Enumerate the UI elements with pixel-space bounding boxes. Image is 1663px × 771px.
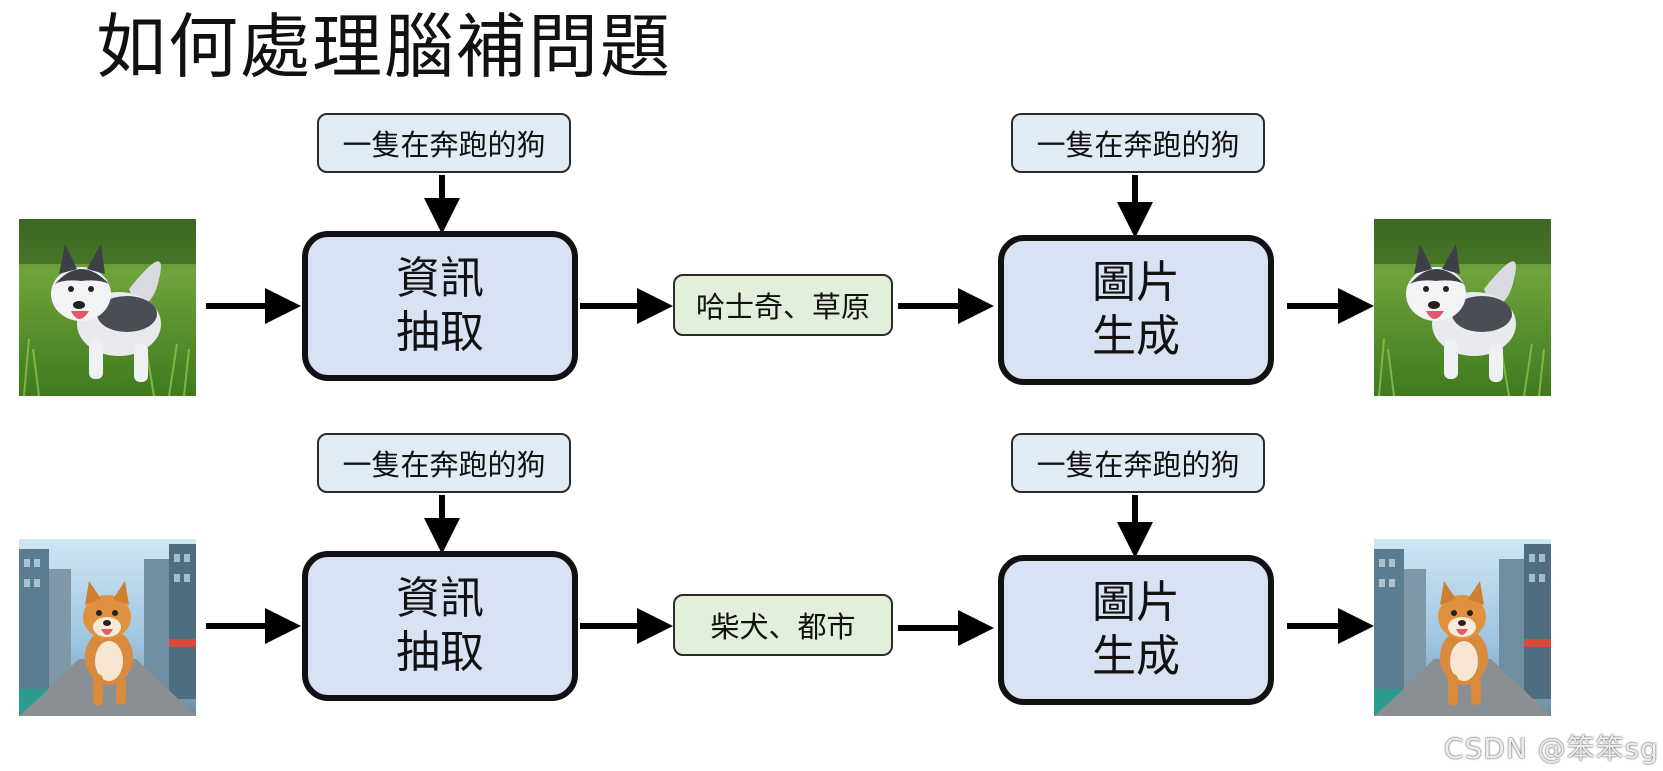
prompt-box-right: 一隻在奔跑的狗	[1011, 113, 1265, 173]
extract-box-line2: 抽取	[396, 627, 484, 678]
pipeline-row-2: 一隻在奔跑的狗 資訊 抽取 柴犬、都市 一隻在奔跑的狗 圖片 生成	[0, 320, 1663, 640]
extract-box-line1: 資訊	[396, 573, 484, 624]
prompt-box-right: 一隻在奔跑的狗	[1011, 433, 1265, 493]
shiba-input-image	[19, 539, 196, 716]
csdn-watermark: CSDN @笨笨sg	[1443, 732, 1659, 765]
shiba-output-image	[1374, 539, 1551, 716]
generate-box-line1: 圖片	[1092, 257, 1180, 308]
extract-box: 資訊 抽取	[302, 231, 578, 381]
prompt-box-left: 一隻在奔跑的狗	[317, 113, 571, 173]
generate-box: 圖片 生成	[998, 235, 1274, 385]
generate-box: 圖片 生成	[998, 555, 1274, 705]
page-title: 如何處理腦補問題	[96, 6, 672, 88]
extracted-info-box: 哈士奇、草原	[673, 274, 893, 336]
generate-box-line1: 圖片	[1092, 577, 1180, 628]
generate-box-line2: 生成	[1092, 311, 1180, 362]
row-2-arrows	[206, 495, 1374, 646]
extract-box: 資訊 抽取	[302, 551, 578, 701]
extract-box-line1: 資訊	[396, 253, 484, 304]
pipeline-row-1: 一隻在奔跑的狗 資訊 抽取 哈士奇、草原 一隻在奔跑的狗 圖片 生成	[0, 0, 1663, 320]
extract-box-line2: 抽取	[396, 307, 484, 358]
generate-box-line2: 生成	[1092, 631, 1180, 682]
prompt-box-left: 一隻在奔跑的狗	[317, 433, 571, 493]
extracted-info-box: 柴犬、都市	[673, 594, 893, 656]
row-1-arrows	[206, 175, 1374, 324]
